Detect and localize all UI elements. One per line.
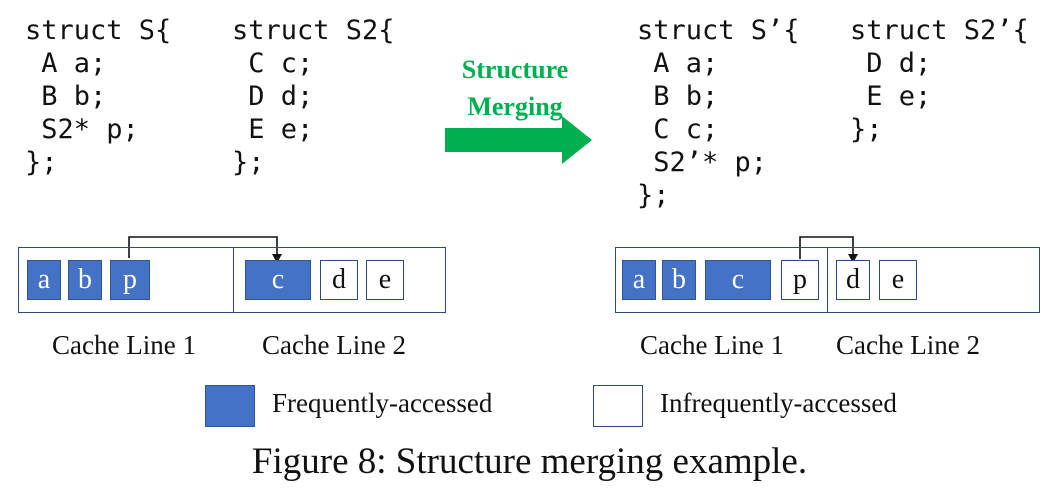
code-line: A a;: [25, 48, 107, 79]
code-line: E e;: [850, 81, 932, 112]
code-line: struct S2’{: [850, 15, 1029, 46]
code-line: C c;: [232, 48, 314, 79]
cache-line-2-label-before: Cache Line 2: [262, 330, 406, 360]
cell-b-before: b: [68, 260, 102, 300]
code-line: };: [232, 147, 265, 178]
code-struct-s2-prime: struct S2’{ D d; E e;};: [850, 14, 1029, 146]
code-line: C c;: [637, 114, 719, 145]
cache-line-1-label-before: Cache Line 1: [52, 330, 196, 360]
code-line: };: [850, 114, 883, 145]
cell-e-after: e: [879, 260, 917, 300]
cell-p-after: p: [781, 260, 819, 300]
cell-d-before: d: [320, 260, 358, 300]
code-struct-s: struct S{ A a; B b; S2* p;};: [25, 14, 171, 179]
pointer-arrowhead-before: [272, 254, 282, 263]
cell-e-before: e: [366, 260, 404, 300]
code-line: E e;: [232, 114, 314, 145]
pointer-p-to-d-after: [799, 236, 854, 259]
figure-caption: Figure 8: Structure merging example.: [251, 441, 808, 482]
cache-line-2-before: [233, 247, 446, 313]
code-line: struct S’{: [637, 15, 800, 46]
code-line: D d;: [850, 48, 932, 79]
legend-swatch-infrequent: [593, 385, 643, 427]
cache-line-1-label-after: Cache Line 1: [640, 330, 784, 360]
code-struct-s2: struct S2{ C c; D d; E e;};: [232, 14, 395, 179]
legend-label-infrequent: Infrequently-accessed: [660, 388, 897, 418]
cell-c-before: c: [245, 260, 311, 300]
pointer-arrowhead-after: [848, 254, 858, 263]
code-line: S2* p;: [25, 114, 139, 145]
code-line: A a;: [637, 48, 719, 79]
code-line: S2’* p;: [637, 147, 768, 178]
legend-swatch-frequent: [205, 385, 255, 427]
code-line: };: [637, 180, 670, 211]
code-line: };: [25, 147, 58, 178]
code-line: B b;: [25, 81, 107, 112]
cell-a-after: a: [622, 260, 656, 300]
legend-label-frequent: Frequently-accessed: [272, 388, 493, 418]
cache-line-2-label-after: Cache Line 2: [836, 330, 980, 360]
cell-a-before: a: [27, 260, 61, 300]
cache-line-2-after: [827, 247, 1040, 313]
code-line: struct S{: [25, 15, 172, 46]
arrow-label-line2: Merging: [467, 92, 563, 121]
cell-b-after: b: [662, 260, 696, 300]
cell-p-before: p: [110, 260, 150, 300]
code-struct-s-prime: struct S’{ A a; B b; C c; S2’* p;};: [637, 14, 800, 212]
code-line: D d;: [232, 81, 314, 112]
code-line: struct S2{: [232, 15, 395, 46]
code-line: B b;: [637, 81, 719, 112]
arrow-label-line1: Structure: [461, 55, 569, 84]
structure-merging-arrow: [445, 116, 592, 164]
cell-d-after: d: [836, 260, 870, 300]
cell-c-after: c: [705, 260, 771, 300]
